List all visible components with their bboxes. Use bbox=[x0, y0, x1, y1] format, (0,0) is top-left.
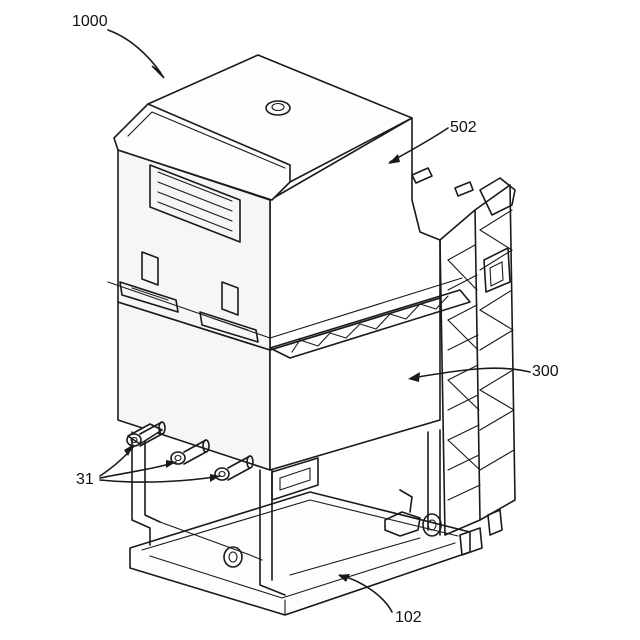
label-31: 31 bbox=[76, 471, 94, 488]
pins-502 bbox=[412, 168, 473, 196]
label-1000: 1000 bbox=[72, 13, 108, 30]
leader-1000 bbox=[108, 30, 164, 78]
base-tray bbox=[130, 492, 470, 615]
label-502: 502 bbox=[450, 119, 477, 136]
connector-3 bbox=[215, 456, 253, 480]
leader-31 bbox=[100, 444, 220, 482]
label-300: 300 bbox=[532, 363, 559, 380]
label-102: 102 bbox=[395, 609, 422, 626]
